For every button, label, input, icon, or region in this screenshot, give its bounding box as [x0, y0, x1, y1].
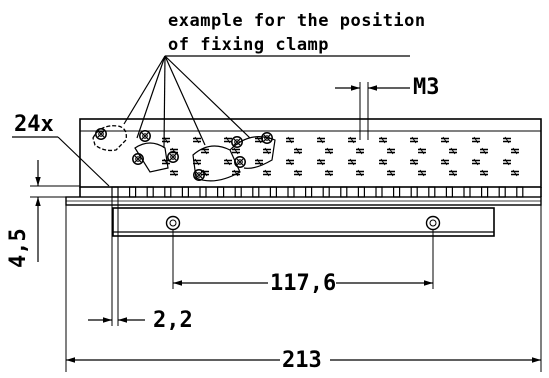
contact-pin: [378, 158, 388, 166]
contact-pin: [471, 136, 481, 144]
contact-pin: [293, 169, 303, 177]
contact-pin: [386, 169, 396, 177]
contact-pin: [355, 147, 365, 155]
contact-pin: [440, 158, 450, 166]
contact-pin: [417, 147, 427, 155]
slot: [129, 186, 137, 198]
contact-pin: [293, 147, 303, 155]
annotation-line-2: of fixing clamp: [168, 35, 330, 55]
slot: [269, 186, 277, 198]
slot: [111, 186, 119, 198]
contact-pin: [324, 169, 334, 177]
count-label: 24x: [14, 112, 54, 137]
slot: [428, 186, 436, 198]
slot: [516, 186, 524, 198]
pitch-label: 2,2: [153, 308, 193, 333]
count-leader: [12, 136, 110, 187]
overall-width-dimension: [65, 205, 542, 372]
contact-pin: [161, 136, 171, 144]
contact-pin: [448, 169, 458, 177]
slot: [357, 186, 365, 198]
contact-pin: [479, 169, 489, 177]
board-body: [79, 118, 542, 197]
slot: [146, 186, 154, 198]
contact-pin: [347, 158, 357, 166]
contact-pin: [316, 136, 326, 144]
slot: [498, 186, 506, 198]
contact-pin: [355, 169, 365, 177]
contact-pin: [223, 158, 233, 166]
slot: [305, 186, 313, 198]
slot: [322, 186, 330, 198]
contact-pin: [262, 147, 272, 155]
slot: [445, 186, 453, 198]
contact-pin: [448, 147, 458, 155]
contact-pin: [262, 169, 272, 177]
slot: [463, 186, 471, 198]
mounting-hole-right: [425, 215, 441, 231]
slot: [181, 186, 189, 198]
hole-spacing-label: 117,6: [270, 271, 337, 296]
hole-spacing-dimension: [172, 229, 434, 289]
slot: [287, 186, 295, 198]
contact-pin: [169, 169, 179, 177]
slot: [252, 186, 260, 198]
height-label: 4,5: [6, 228, 31, 268]
contact-pin: [440, 136, 450, 144]
contact-pin: [192, 136, 202, 144]
contact-pin: [479, 147, 489, 155]
contact-pin: [409, 136, 419, 144]
mounting-rail: [112, 207, 495, 237]
thread-dimension: [335, 82, 410, 140]
contact-pins: [161, 136, 520, 177]
slot: [164, 186, 172, 198]
slot: [217, 186, 225, 198]
fixing-clamps: [92, 125, 276, 182]
slot: [481, 186, 489, 198]
contact-pin: [510, 169, 520, 177]
slot: [234, 186, 242, 198]
contact-pin: [285, 136, 295, 144]
contact-pin: [254, 158, 264, 166]
slot: [393, 186, 401, 198]
contact-pin: [510, 147, 520, 155]
slot: [199, 186, 207, 198]
contact-pin: [285, 158, 295, 166]
contact-pin: [316, 158, 326, 166]
contact-pin: [471, 158, 481, 166]
contact-pin: [386, 147, 396, 155]
contact-pin: [502, 136, 512, 144]
contact-pin: [231, 147, 241, 155]
slot-row: [111, 186, 524, 198]
contact-pin: [502, 158, 512, 166]
slot: [410, 186, 418, 198]
contact-pin: [223, 136, 233, 144]
base-flange: [65, 196, 542, 206]
thread-label: M3: [413, 75, 440, 100]
contact-pin: [378, 136, 388, 144]
mounting-hole-left: [165, 215, 181, 231]
contact-pin: [409, 158, 419, 166]
contact-pin: [324, 147, 334, 155]
slot: [375, 186, 383, 198]
contact-pin: [347, 136, 357, 144]
contact-pin: [417, 169, 427, 177]
annotation-leaders: [123, 55, 410, 149]
slot: [340, 186, 348, 198]
annotation-line-1: example for the position: [168, 11, 426, 31]
pitch-dimension: [88, 187, 145, 326]
overall-width-label: 213: [282, 348, 322, 373]
height-dimension: [30, 160, 80, 262]
